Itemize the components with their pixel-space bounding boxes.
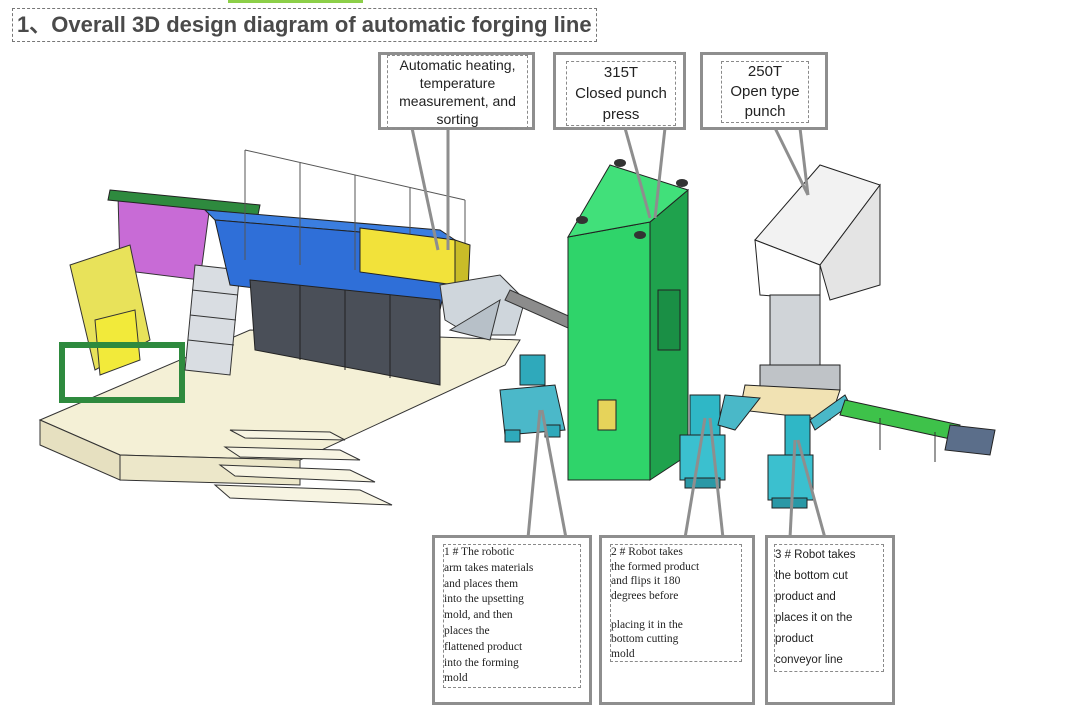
- title-accent-bar: [228, 0, 363, 3]
- sorting-chute: [439, 274, 526, 336]
- punch-250t-die: [759, 364, 841, 391]
- stair-ladder: [184, 264, 241, 376]
- heating-label: Automatic heating, temperature measureme…: [387, 55, 528, 129]
- punch-250t-ram: [769, 294, 821, 366]
- robot-1-station: [499, 354, 566, 443]
- callout-robot-1: 1 # The robotic arm takes materials and …: [432, 535, 592, 705]
- platform-side: [119, 454, 301, 486]
- callout-leaders: [410, 127, 827, 539]
- press-315t-bolts: [576, 159, 688, 239]
- callout-heating: Automatic heating, temperature measureme…: [378, 52, 535, 130]
- callout-robot-3: 3 # Robot takes the bottom cut product a…: [765, 535, 895, 705]
- chute-blade: [448, 298, 501, 341]
- callout-press-315t: 315T Closed punch press: [553, 52, 686, 130]
- press-315t-front: [567, 221, 651, 481]
- robot-2-label: 2 # Robot takes the formed product and f…: [610, 544, 742, 662]
- platform-steps: [213, 429, 393, 506]
- robot-2-station: [679, 394, 726, 489]
- callout-robot-2: 2 # Robot takes the formed product and f…: [599, 535, 755, 705]
- robot-3-label: 3 # Robot takes the bottom cut product a…: [774, 544, 884, 672]
- robot-1-label: 1 # The robotic arm takes materials and …: [443, 544, 581, 689]
- punch-250t-label: 250T Open type punch: [721, 61, 809, 123]
- callout-punch-250t: 250T Open type punch: [700, 52, 828, 130]
- punch-250t-side: [819, 183, 881, 301]
- press-315t-window: [597, 399, 617, 431]
- press-315t-slot: [657, 289, 681, 351]
- green-stand: [59, 342, 185, 403]
- press-315t-label: 315T Closed punch press: [566, 61, 676, 126]
- page-title: 1、Overall 3D design diagram of automatic…: [12, 8, 597, 42]
- punch-side-rail: [717, 394, 761, 431]
- product-conveyor: [839, 399, 961, 441]
- product-bin: [944, 424, 996, 456]
